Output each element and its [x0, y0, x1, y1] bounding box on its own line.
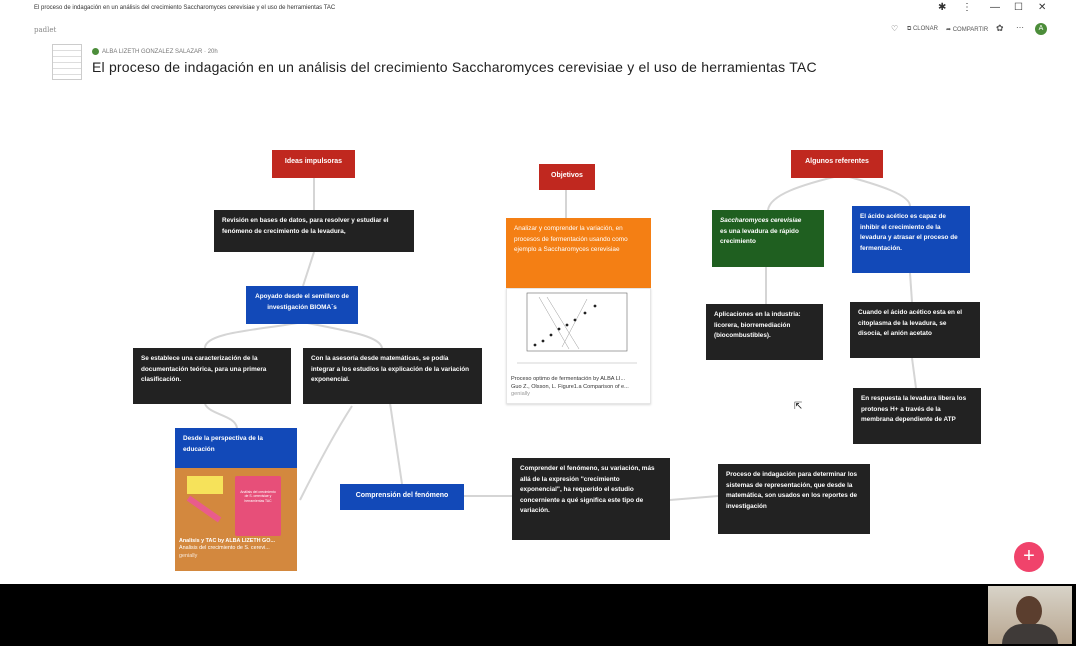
- card-caracterizacion-text: Se establece una caracterización de la d…: [141, 355, 267, 384]
- attachment-fermentacion-caption: Proceso optimo de fermentación by ALBA L…: [507, 374, 650, 401]
- card-comprender[interactable]: Comprender el fenómeno, su variación, má…: [512, 458, 670, 540]
- card-objetivos-text: Objetivos: [551, 172, 583, 179]
- card-perspectiva-header: Desde la perspectiva de la educación: [175, 428, 297, 468]
- webcam-overlay: [988, 586, 1072, 644]
- card-analizar[interactable]: Analizar y comprender la variación, en p…: [506, 218, 651, 288]
- card-respuesta-levadura[interactable]: En respuesta la levadura libera los prot…: [853, 388, 981, 444]
- padlet-logo[interactable]: padlet: [34, 26, 57, 34]
- share-button[interactable]: ➦ COMPARTIR: [946, 27, 989, 33]
- card-acido-acetico[interactable]: El ácido acético es capaz de inhibir el …: [852, 206, 970, 273]
- card-objetivos[interactable]: Objetivos: [539, 164, 595, 190]
- card-proceso-text: Proceso de indagación para determinar lo…: [726, 471, 858, 510]
- clone-button[interactable]: ⧉ CLONAR: [907, 26, 938, 32]
- attachment-analisis-caption: Analisis y TAC by ALBA LIZETH GO... Anal…: [175, 536, 297, 562]
- person-body-image: [1002, 624, 1058, 644]
- attachment-analisis-title: Analisis y TAC by ALBA LIZETH GO...: [179, 538, 275, 544]
- app-header: padlet ♡ ⧉ CLONAR ➦ COMPARTIR ✿ ⋯ A: [0, 20, 1076, 42]
- author-line: ALBA LIZETH GONZALEZ SALAZAR · 20h: [92, 48, 218, 55]
- card-proceso-indagacion[interactable]: Proceso de indagación para determinar lo…: [718, 464, 870, 534]
- person-head-image: [1016, 596, 1042, 626]
- card-perspectiva-text: Desde la perspectiva de la educación: [183, 435, 263, 453]
- card-acido-text: El ácido acético es capaz de inhibir el …: [860, 213, 958, 252]
- card-asesoria-text: Con la asesoría desde matemáticas, se po…: [311, 355, 470, 384]
- card-analizar-text: Analizar y comprender la variación, en p…: [514, 225, 628, 254]
- pencil-image: [186, 495, 222, 523]
- close-button[interactable]: ✕: [1038, 2, 1047, 13]
- card-cuando-acido[interactable]: Cuando el ácido acético esta en el citop…: [850, 302, 980, 358]
- card-asesoria[interactable]: Con la asesoría desde matemáticas, se po…: [303, 348, 482, 404]
- card-ideas-text: Ideas impulsoras: [284, 158, 343, 165]
- card-saccharomyces-body: es una levadura de rápido crecimiento: [720, 227, 799, 246]
- card-referentes-text: Algunos referentes: [805, 158, 869, 165]
- more-options-icon[interactable]: ⋯: [1016, 23, 1024, 32]
- card-cuando-text: Cuando el ácido acético esta en el citop…: [858, 309, 963, 338]
- clone-label: CLONAR: [912, 26, 938, 32]
- attachment-fermentacion-source: genially: [511, 391, 530, 398]
- card-respuesta-text: En respuesta la levadura libera los prot…: [861, 395, 967, 424]
- padlet-page: El proceso de indagación en un análisis …: [0, 0, 1076, 584]
- card-perspectiva-educacion[interactable]: Desde la perspectiva de la educación Aná…: [175, 428, 297, 571]
- heart-icon[interactable]: ♡: [891, 24, 899, 33]
- card-aplicaciones[interactable]: Aplicaciones en la industria: licorera, …: [706, 304, 823, 360]
- author-name: ALBA LIZETH GONZALEZ SALAZAR: [102, 49, 203, 56]
- post-age: 20h: [207, 49, 218, 56]
- padlet-board-icon: [52, 44, 82, 80]
- card-aplicaciones-text: Aplicaciones en la industria: licorera, …: [714, 311, 801, 340]
- notebook-cover-text: Análisis del crecimiento de S. cerevisia…: [240, 490, 276, 503]
- share-label: COMPARTIR: [952, 27, 989, 33]
- attachment-fermentacion-subtitle: Guo Z., Olsson, L. Figure1.a Comparison …: [511, 383, 629, 390]
- add-post-button[interactable]: +: [1014, 542, 1044, 572]
- card-comprension[interactable]: Comprensión del fenómeno: [340, 484, 464, 510]
- card-saccharomyces-title: Saccharomyces cerevisiae: [720, 217, 802, 224]
- window-title: El proceso de indagación en un análisis …: [34, 5, 336, 11]
- maximize-button[interactable]: ☐: [1014, 2, 1023, 13]
- attachment-analisis-source: genially: [179, 552, 198, 559]
- card-apoyado-text: Apoyado desde el semillero de investigac…: [255, 293, 349, 311]
- kebab-menu-icon[interactable]: ⋮: [962, 2, 972, 13]
- attachment-analisis-subtitle: Analisis del crecimiento de S. cerevi...: [179, 545, 270, 552]
- board-title: El proceso de indagación en un análisis …: [92, 59, 817, 75]
- card-apoyado[interactable]: Apoyado desde el semillero de investigac…: [246, 286, 358, 324]
- fermentation-graph-image: [517, 292, 637, 364]
- sticky-note-image: [187, 476, 223, 494]
- author-avatar: [92, 48, 99, 55]
- card-algunos-referentes[interactable]: Algunos referentes: [791, 150, 883, 178]
- card-revision-text: Revisión en bases de datos, para resolve…: [222, 217, 389, 235]
- window-titlebar: El proceso de indagación en un análisis …: [0, 0, 1076, 20]
- user-avatar[interactable]: A: [1035, 23, 1047, 35]
- card-saccharomyces[interactable]: Saccharomyces cerevisiae es una levadura…: [712, 210, 824, 267]
- settings-gear-icon[interactable]: ✿: [996, 23, 1004, 33]
- notebook-image: Análisis del crecimiento de S. cerevisia…: [235, 476, 281, 536]
- pin-icon[interactable]: ✱: [938, 2, 947, 13]
- mouse-cursor-icon: ⇱: [794, 401, 803, 412]
- minimize-button[interactable]: —: [990, 2, 1000, 13]
- card-comprender-text: Comprender el fenómeno, su variación, má…: [520, 465, 655, 515]
- card-comprension-text: Comprensión del fenómeno: [355, 492, 449, 499]
- attachment-fermentacion-title: Proceso optimo de fermentación by ALBA L…: [511, 376, 626, 382]
- card-revision[interactable]: Revisión en bases de datos, para resolve…: [214, 210, 414, 252]
- card-ideas-impulsoras[interactable]: Ideas impulsoras: [272, 150, 355, 178]
- card-caracterizacion[interactable]: Se establece una caracterización de la d…: [133, 348, 291, 404]
- attachment-fermentacion[interactable]: Proceso optimo de fermentación by ALBA L…: [506, 288, 651, 404]
